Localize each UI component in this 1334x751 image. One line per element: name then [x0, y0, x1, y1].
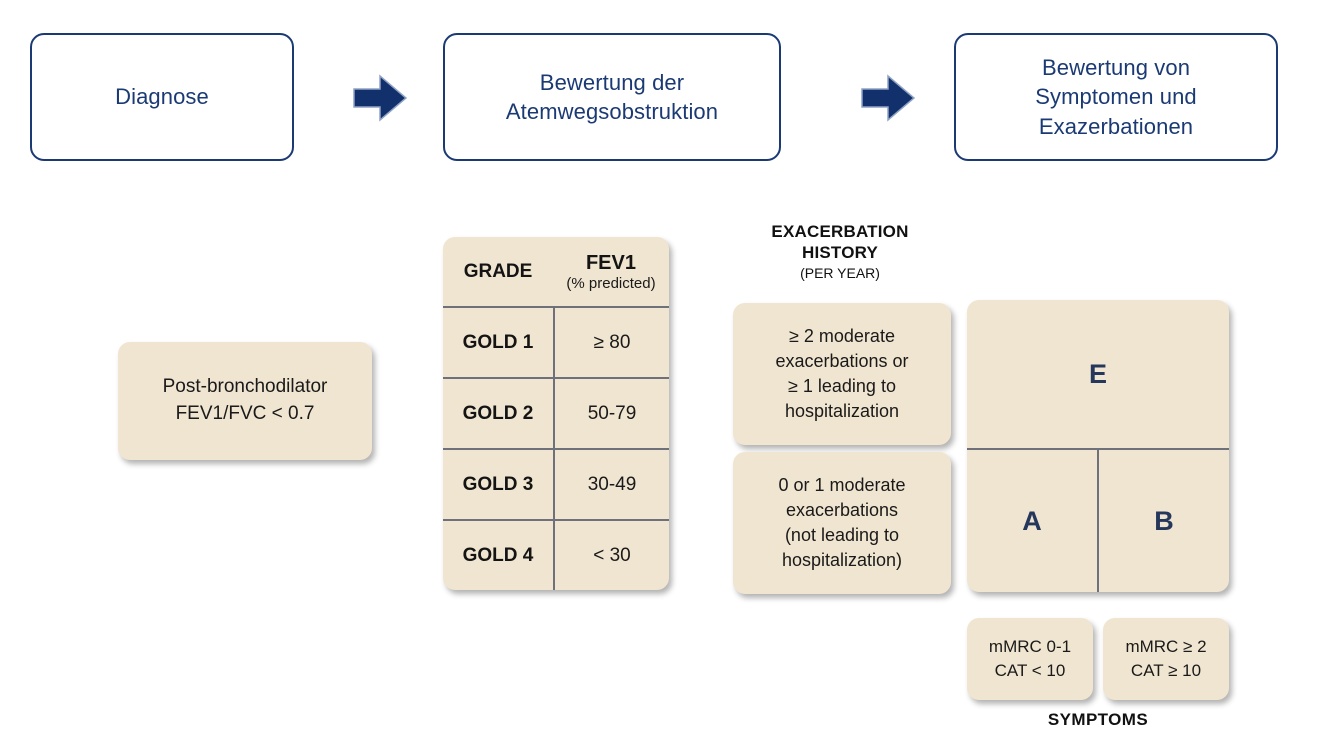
- symptoms-axis-label: SYMPTOMS: [1047, 710, 1149, 729]
- exacerbation-heading-line2: HISTORY: [801, 242, 879, 262]
- cell-fev1: ≥ 80: [553, 308, 669, 377]
- post-bronchodilator-line1: Post-bronchodilator: [162, 376, 328, 398]
- table-row: GOLD 2 50-79: [443, 377, 669, 448]
- flow-step-diagnose: Diagnose: [30, 33, 294, 161]
- fev1-value: ≥ 80: [593, 331, 631, 353]
- exacerbation-history-heading: EXACERBATION HISTORY (PER YEAR): [690, 222, 990, 283]
- cell-fev1: 30-49: [553, 450, 669, 519]
- column-header-fev1-title: FEV1: [585, 251, 636, 274]
- cell-grade: GOLD 2: [443, 379, 553, 448]
- abe-cell-a: A: [967, 450, 1097, 592]
- abe-cell-b: B: [1097, 450, 1229, 592]
- fev1-value: < 30: [593, 544, 631, 566]
- grade-label: GOLD 2: [462, 402, 534, 424]
- column-header-fev1: FEV1 (% predicted): [553, 237, 669, 306]
- grade-label: GOLD 3: [462, 473, 534, 495]
- fev1-value: 50-79: [587, 402, 637, 424]
- cell-fev1: 50-79: [553, 379, 669, 448]
- flow-step-label: Diagnose: [115, 84, 209, 110]
- cell-grade: GOLD 4: [443, 521, 553, 590]
- cell-grade: GOLD 1: [443, 308, 553, 377]
- column-header-fev1-subtitle: (% predicted): [566, 274, 656, 292]
- table-row: GOLD 4 < 30: [443, 519, 669, 590]
- abe-group-grid: E A B: [967, 300, 1229, 592]
- column-header-grade: GRADE: [443, 237, 553, 306]
- exacerbation-heading-line1: EXACERBATION: [771, 222, 909, 241]
- cell-grade: GOLD 3: [443, 450, 553, 519]
- table-row: GOLD 3 30-49: [443, 448, 669, 519]
- right-arrow-icon: [860, 70, 916, 126]
- right-arrow-icon: [352, 70, 408, 126]
- post-bronchodilator-card: Post-bronchodilator FEV1/FVC < 0.7: [118, 342, 372, 460]
- abe-letter-e: E: [1088, 358, 1107, 389]
- fev1-value: 30-49: [587, 473, 637, 495]
- post-bronchodilator-line2: FEV1/FVC < 0.7: [175, 403, 315, 424]
- abe-letter-a: A: [1022, 505, 1042, 536]
- grade-label: GOLD 4: [462, 544, 534, 566]
- exacerbation-heading-subtitle: (PER YEAR): [800, 265, 880, 282]
- table-row: GOLD 1 ≥ 80: [443, 306, 669, 377]
- abe-cell-e: E: [967, 300, 1229, 448]
- abe-letter-b: B: [1154, 505, 1174, 536]
- table-header-row: GRADE FEV1 (% predicted): [443, 237, 669, 306]
- abe-bottom-row: A B: [967, 448, 1229, 592]
- gold-grade-table: GRADE FEV1 (% predicted) GOLD 1 ≥ 80 GOL…: [443, 237, 669, 590]
- grade-label: GOLD 1: [462, 331, 534, 353]
- cell-fev1: < 30: [553, 521, 669, 590]
- column-header-grade-label: GRADE: [463, 260, 533, 282]
